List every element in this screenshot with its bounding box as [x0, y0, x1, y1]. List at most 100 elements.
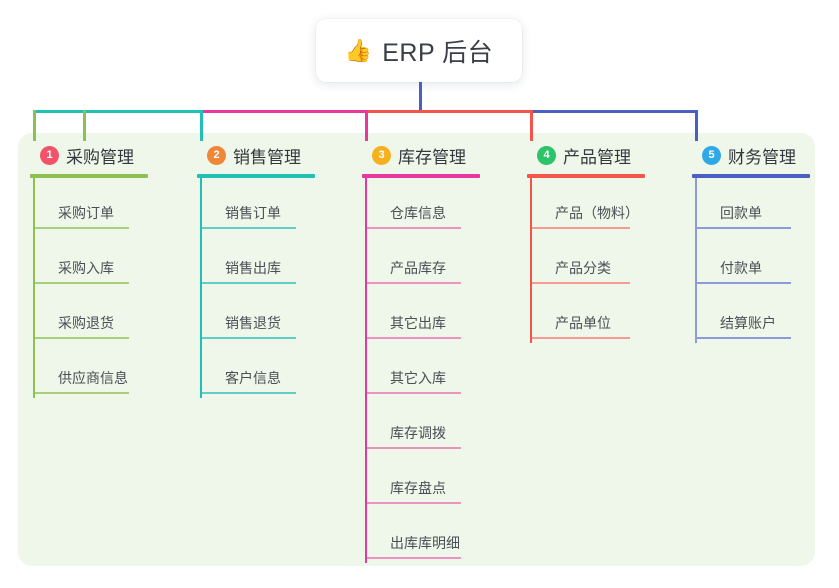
branch-number-badge: 1 [40, 145, 59, 165]
leaf-label: 采购入库 [58, 260, 114, 276]
branch-leaf-list: 产品（物料） 产品分类产品单位 [527, 178, 692, 343]
leaf-underline [697, 227, 791, 229]
branch-spine [530, 178, 532, 343]
leaf-item[interactable]: 库存调拨 [364, 398, 527, 453]
leaf-label: 库存调拨 [390, 425, 446, 441]
leaf-item[interactable]: 产品单位 [529, 288, 692, 343]
leaf-label: 供应商信息 [58, 370, 128, 386]
leaf-item[interactable]: 销售订单 [199, 178, 362, 233]
leaf-underline [202, 337, 296, 339]
root-node[interactable]: 👍 ERP 后台 [316, 19, 522, 82]
leaf-item[interactable]: 库存盘点 [364, 453, 527, 508]
leaf-item[interactable]: 供应商信息 [32, 343, 195, 398]
branch-spine [200, 178, 202, 398]
leaf-item[interactable]: 采购入库 [32, 233, 195, 288]
branch-header-1[interactable]: 1 采购管理 [30, 140, 195, 170]
leaf-label: 产品分类 [555, 260, 611, 276]
leaf-underline [532, 282, 630, 284]
root-stem-connector [419, 82, 422, 111]
leaf-item[interactable]: 产品分类 [529, 233, 692, 288]
bus-segment-4 [365, 110, 532, 113]
bus-segment-2 [33, 110, 202, 113]
branch-spine [695, 178, 697, 343]
leaf-label: 付款单 [720, 260, 762, 276]
leaf-item[interactable]: 其它入库 [364, 343, 527, 398]
bus-segment-5 [530, 110, 697, 113]
branch-leaf-list: 仓库信息产品库存其它出库其它入库库存调拨库存盘点出库库明细 [362, 178, 527, 563]
leaf-item[interactable]: 回款单 [694, 178, 839, 233]
branch-drop-2 [200, 110, 203, 141]
leaf-label: 采购退货 [58, 315, 114, 331]
leaf-underline [367, 337, 461, 339]
leaf-item[interactable]: 销售出库 [199, 233, 362, 288]
leaf-label: 产品单位 [555, 315, 611, 331]
branch-header-4[interactable]: 4 产品管理 [527, 140, 692, 170]
leaf-label: 库存盘点 [390, 480, 446, 496]
leaf-label: 结算账户 [720, 315, 776, 331]
leaf-label: 其它出库 [390, 315, 446, 331]
branch-leaf-list: 采购订单采购入库采购退货供应商信息 [30, 178, 195, 398]
branch-title: 采购管理 [66, 147, 134, 167]
leaf-item[interactable]: 销售退货 [199, 288, 362, 343]
leaf-underline [202, 282, 296, 284]
leaf-underline [367, 227, 461, 229]
leaf-item[interactable]: 产品库存 [364, 233, 527, 288]
branch-underline [30, 174, 148, 178]
branch-drop-3 [365, 110, 368, 141]
branch-bus-connector [33, 110, 697, 113]
leaf-item[interactable]: 采购退货 [32, 288, 195, 343]
leaf-underline [35, 227, 129, 229]
leaf-item[interactable]: 结算账户 [694, 288, 839, 343]
leaf-item[interactable]: 产品（物料） [529, 178, 692, 233]
leaf-underline [532, 227, 630, 229]
leaf-item[interactable]: 其它出库 [364, 288, 527, 343]
leaf-underline [202, 392, 296, 394]
leaf-item[interactable]: 出库库明细 [364, 508, 527, 563]
branch-number-badge: 2 [207, 145, 226, 165]
branch-number-badge: 4 [537, 145, 556, 165]
bus-segment-3 [200, 110, 367, 113]
leaf-underline [35, 282, 129, 284]
branch-title: 销售管理 [233, 147, 301, 167]
leaf-label: 采购订单 [58, 205, 114, 221]
branch-column-2: 2 销售管理销售订单销售出库销售退货客户信息 [197, 140, 362, 398]
leaf-underline [367, 282, 461, 284]
branch-title: 库存管理 [398, 147, 466, 167]
leaf-underline [532, 337, 630, 339]
thumbs-up-icon: 👍 [344, 37, 373, 63]
leaf-underline [367, 447, 461, 449]
branch-spine [33, 178, 35, 398]
leaf-underline [367, 502, 461, 504]
leaf-underline [35, 392, 129, 394]
branch-drop-1 [33, 110, 36, 141]
branch-underline [692, 174, 810, 178]
branch-column-4: 4 产品管理产品（物料） 产品分类产品单位 [527, 140, 692, 343]
leaf-item[interactable]: 客户信息 [199, 343, 362, 398]
bus-left-hook [83, 110, 86, 141]
branch-column-1: 1 采购管理采购订单采购入库采购退货供应商信息 [30, 140, 195, 398]
branch-drop-5 [695, 110, 698, 141]
branch-title: 产品管理 [563, 147, 631, 167]
leaf-item[interactable]: 采购订单 [32, 178, 195, 233]
branch-number-badge: 5 [702, 145, 721, 165]
leaf-label: 客户信息 [225, 370, 281, 386]
leaf-item[interactable]: 付款单 [694, 233, 839, 288]
leaf-underline [367, 557, 461, 559]
leaf-underline [367, 392, 461, 394]
leaf-label: 产品库存 [390, 260, 446, 276]
leaf-item[interactable]: 仓库信息 [364, 178, 527, 233]
branch-header-2[interactable]: 2 销售管理 [197, 140, 362, 170]
branch-underline [197, 174, 315, 178]
branch-spine [365, 178, 367, 563]
branches-panel [18, 133, 815, 566]
leaf-label: 其它入库 [390, 370, 446, 386]
leaf-underline [697, 282, 791, 284]
root-title: ERP 后台 [382, 38, 494, 67]
branch-underline [362, 174, 480, 178]
branch-leaf-list: 回款单付款单结算账户 [692, 178, 839, 343]
